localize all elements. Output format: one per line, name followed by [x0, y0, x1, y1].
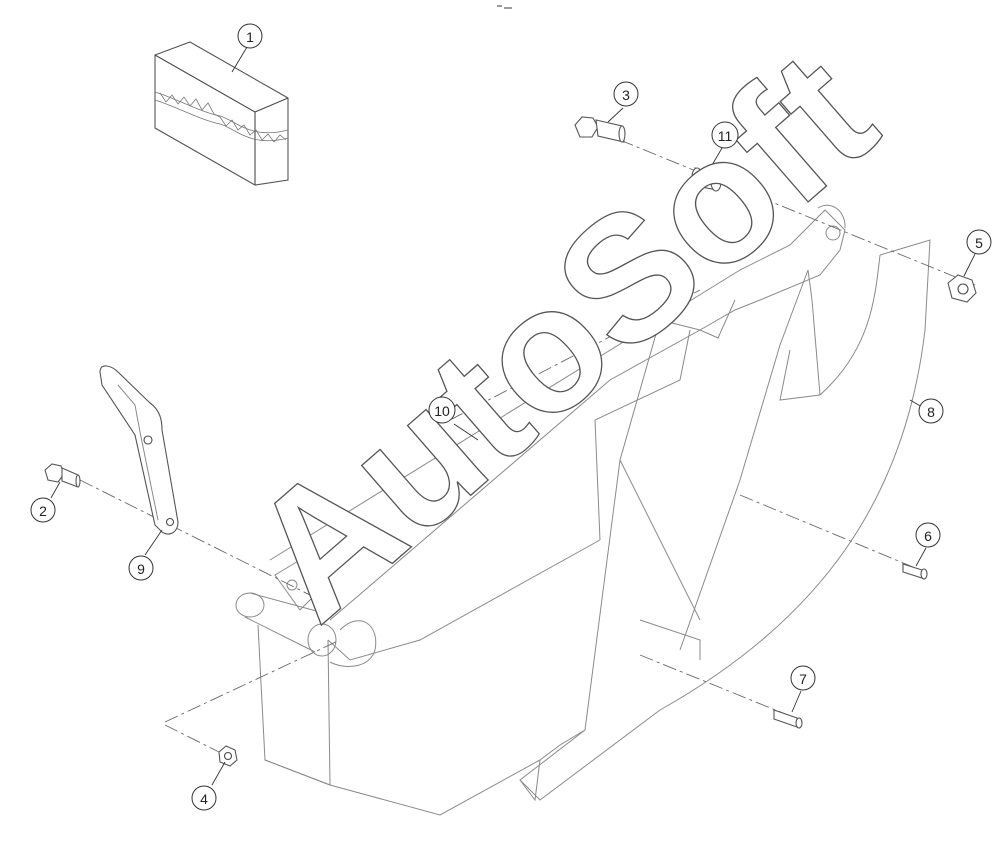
callout-11: 11: [711, 121, 739, 149]
callout-3: 3: [613, 81, 639, 107]
bushing-part-11: [691, 167, 722, 192]
callout-5: 5: [966, 229, 992, 255]
callout-4: 4: [191, 785, 217, 811]
svg-text:6: 6: [924, 528, 932, 544]
bracket-part-9: [99, 365, 179, 535]
svg-text:4: 4: [200, 791, 208, 807]
callout-1: 1: [237, 23, 263, 49]
callout-2: 2: [30, 497, 56, 523]
callout-8: 8: [918, 398, 944, 424]
svg-text:11: 11: [718, 128, 733, 144]
centerlines: [79, 139, 976, 756]
svg-text:2: 2: [39, 503, 47, 519]
callout-10: 10: [428, 396, 456, 424]
callout-7: 7: [790, 665, 816, 691]
nut-part-5: [947, 274, 977, 303]
callout-9: 9: [128, 555, 154, 581]
nut-part-4: [218, 745, 238, 767]
wear-block-part-1: [154, 41, 289, 186]
svg-text:1: 1: [246, 29, 254, 45]
callout-6: 6: [915, 522, 941, 548]
svg-text:8: 8: [927, 404, 935, 420]
svg-text:5: 5: [975, 235, 983, 251]
top-mark: [497, 5, 512, 9]
pin-part-7: [773, 709, 803, 729]
svg-text:9: 9: [137, 561, 145, 577]
pin-part-6: [902, 563, 928, 580]
bolt-part-3: [574, 116, 626, 143]
svg-text:7: 7: [799, 671, 807, 687]
bolt-part-2: [44, 463, 81, 488]
bucket-body: [235, 204, 931, 816]
svg-text:AutoSoft: AutoSoft: [212, 14, 910, 657]
autosoft-watermark: AutoSoft: [212, 13, 911, 657]
svg-text:10: 10: [434, 403, 450, 419]
svg-text:3: 3: [622, 87, 630, 103]
